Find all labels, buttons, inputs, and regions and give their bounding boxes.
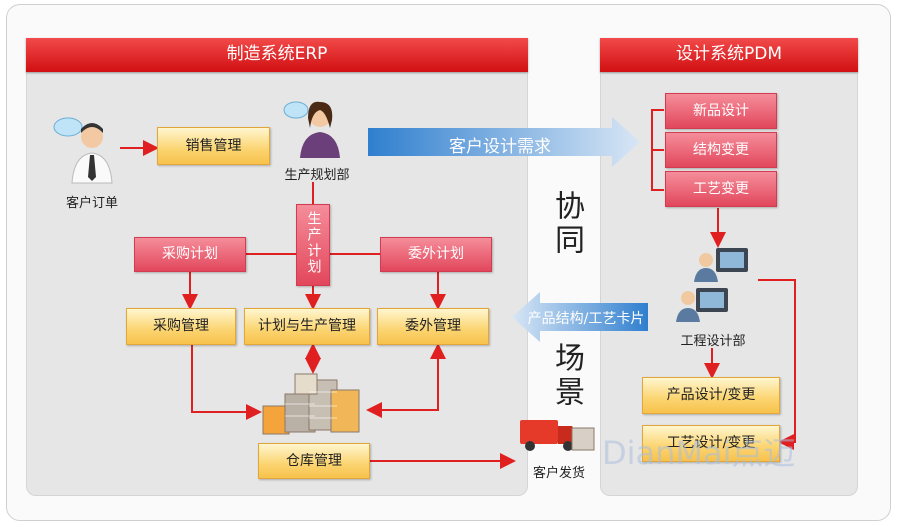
plan-production-management-box: 计划与生产管理 — [244, 308, 370, 345]
purchase-management-box: 采购管理 — [126, 308, 236, 345]
process-design-change-box: 工艺设计/变更 — [642, 425, 780, 462]
new-product-design-box: 新品设计 — [665, 93, 777, 129]
customer-order-label: 客户订单 — [65, 196, 118, 211]
scenario-text: 场景 — [548, 342, 584, 419]
engineering-workstation-icon — [676, 248, 748, 322]
process-change-box: 工艺变更 — [665, 171, 777, 207]
product-design-change-box: 产品设计/变更 — [642, 377, 780, 414]
structure-change-box: 结构变更 — [665, 132, 777, 168]
watermark-text: DianMai点迈 — [602, 434, 796, 472]
planning-person-icon — [283, 101, 340, 158]
delivery-truck-icon — [520, 420, 595, 451]
scenario-label: 场景 — [549, 342, 584, 410]
collaboration-text: 协同 — [548, 190, 584, 267]
warehouse-goods-icon — [262, 373, 360, 435]
product-structure-card-label: 产品结构/工艺卡片 — [527, 311, 645, 327]
customer-delivery-label: 客户发货 — [532, 466, 585, 481]
engineering-dept-label: 工程设计部 — [680, 334, 746, 349]
purchase-plan-box: 采购计划 — [134, 237, 246, 272]
sales-management-box: 销售管理 — [157, 127, 270, 165]
planning-dept-label: 生产规划部 — [284, 168, 350, 183]
pdm-panel-title: 设计系统PDM — [600, 38, 858, 72]
customer-design-demand-label: 客户设计需求 — [449, 137, 551, 157]
erp-panel-title: 制造系统ERP — [26, 38, 528, 72]
customer-person-icon — [53, 117, 113, 184]
outsource-plan-box: 委外计划 — [380, 237, 492, 272]
production-plan-vertical-label: 生产计划 — [305, 211, 322, 275]
production-plan-vertical-box: 生产计划 — [296, 204, 330, 286]
collaboration-label: 协同 — [549, 190, 584, 258]
warehouse-management-box: 仓库管理 — [258, 443, 370, 479]
outsource-management-box: 委外管理 — [377, 308, 489, 345]
